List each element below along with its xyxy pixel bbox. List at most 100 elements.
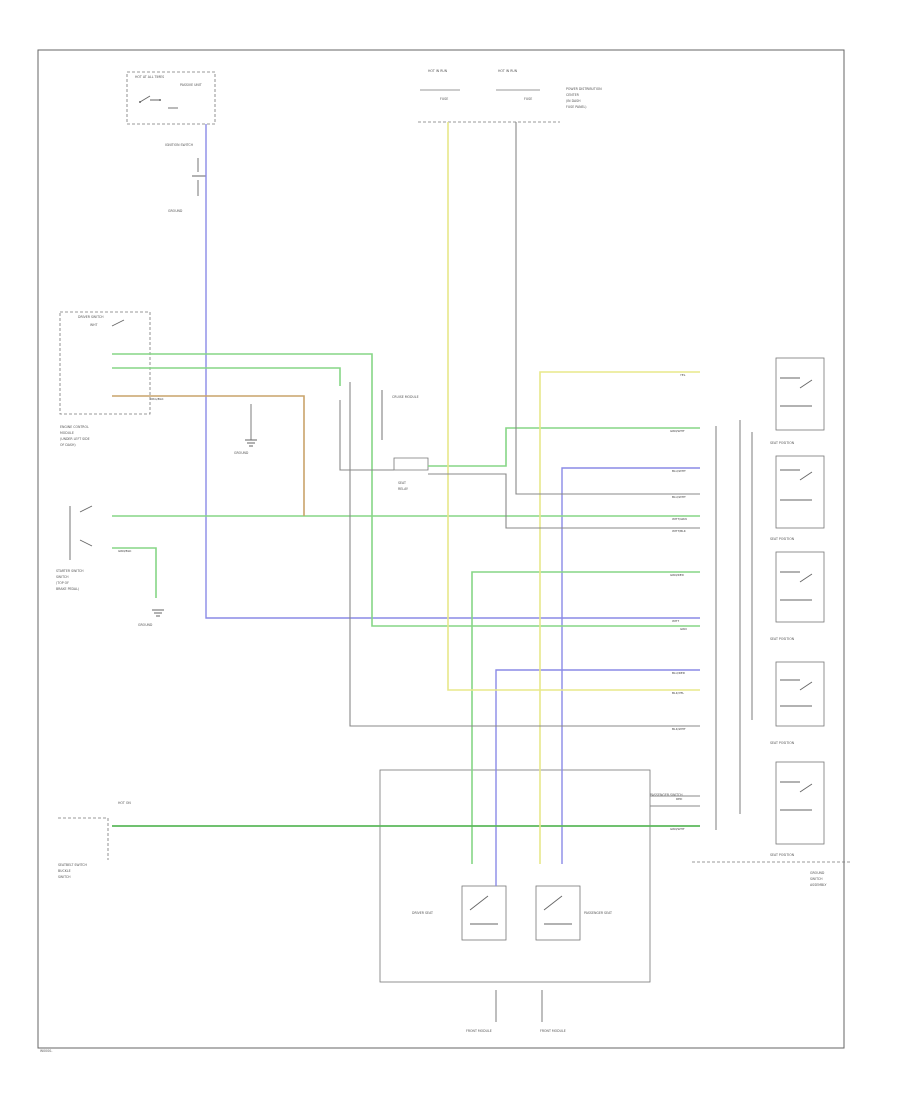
wire-blu-wht-1 [561,467,700,864]
hot-on-switch: HOT ON SEATBELT SWITCH BUCKLE SWITCH [58,801,131,879]
hot-in-run-right: HOT IN RUN FUSE [496,69,540,101]
seat-module-box: PASSENGER SWITCH [379,769,683,983]
label-blk-wht: BLK/WHT [672,727,686,731]
label-blk-yel: BLK/YEL [672,691,684,695]
diagram-frame [37,49,845,1049]
svg-text:(TOP OF: (TOP OF [56,581,69,585]
wire-blu-red [495,669,700,886]
svg-text:GROUND: GROUND [168,209,183,213]
wire-blk-top-right [515,122,700,495]
svg-text:BUCKLE: BUCKLE [58,869,71,873]
seat-position-switch-2: SEAT POSITION [770,455,825,541]
svg-text:FUSE PANEL): FUSE PANEL) [566,105,587,109]
svg-text:FRONT MODULE: FRONT MODULE [540,1029,566,1033]
label-blu-red: BLU/RED [672,671,686,675]
svg-text:SWITCH: SWITCH [810,877,823,881]
svg-text:ASSEMBLY: ASSEMBLY [810,883,827,887]
svg-text:PASSIVE UNIT: PASSIVE UNIT [180,83,202,87]
seat-position-switch-3: SEAT POSITION [770,551,825,641]
svg-text:FUSE: FUSE [440,97,448,101]
svg-text:HOT IN RUN: HOT IN RUN [428,69,448,73]
wire-grn-wht-2 [112,367,341,386]
fuse-box-top-left: HOT AT ALL TIMES PASSIVE UNIT [126,71,216,125]
label-blu-wht: BLU/WHT [672,469,686,473]
svg-text:SWITCH: SWITCH [58,875,71,879]
wire-grn-blk [112,547,157,598]
wire-org-blk [112,395,305,516]
connector-ignition-top: IGNITION SWITCH GROUND [165,143,206,213]
svg-text:HOT AT ALL TIMES: HOT AT ALL TIMES [135,75,164,79]
svg-text:SEAT POSITION: SEAT POSITION [770,853,795,857]
starter-switch: STARTER SWITCH SWITCH (TOP OF BRAKE PEDA… [56,505,93,591]
label-wht-blk: WHT/BLK [672,529,687,533]
svg-text:IGNITION SWITCH: IGNITION SWITCH [165,143,194,147]
svg-text:(IN DASH: (IN DASH [566,99,581,103]
label-grn-wht: GRN/WHT [670,429,685,433]
cruise-module: CRUISE MODULE [381,390,419,440]
label-yel: YEL [680,373,686,377]
svg-text:MODULE: MODULE [60,431,74,435]
svg-text:SWITCH: SWITCH [56,575,69,579]
ignition-switch-label: ENGINE CONTROL MODULE (UNDER LEFT SIDE O… [60,425,90,447]
svg-text:DRIVER SEAT: DRIVER SEAT [412,911,433,915]
driver-switch-box: DRIVER SWITCH WHT [59,311,151,415]
hot-in-run-left: HOT IN RUN FUSE [420,69,460,101]
svg-text:WHT: WHT [90,323,98,327]
svg-text:SEATBELT SWITCH: SEATBELT SWITCH [58,863,88,867]
svg-text:RELAY: RELAY [398,487,408,491]
label-wht: WHT [672,619,679,623]
passenger-seat-switch: PASSENGER SEAT [535,885,612,941]
svg-text:SEAT: SEAT [398,481,406,485]
footer-code: W0000- [40,1049,52,1053]
front-module-left: FRONT MODULE [466,990,497,1033]
wire-blk-yel [339,400,394,471]
label-grn-red: GRN/RED [670,573,685,577]
svg-text:SEAT POSITION: SEAT POSITION [770,741,795,745]
wire-grn-red [471,571,700,864]
wire-wht-blk [428,473,700,529]
wire-grn-top [112,353,700,627]
svg-text:(UNDER LEFT SIDE: (UNDER LEFT SIDE [60,437,90,441]
ground-symbol-2: GROUND [138,609,164,627]
seat-position-switch-4: SEAT POSITION [770,661,825,745]
svg-text:BRAKE PEDAL): BRAKE PEDAL) [56,587,79,591]
wire-blu-main [205,124,700,619]
svg-text:FRONT MODULE: FRONT MODULE [466,1029,492,1033]
svg-text:OF DASH): OF DASH) [60,443,76,447]
seat-position-switch-1: SEAT POSITION [770,357,825,445]
svg-text:PASSENGER SEAT: PASSENGER SEAT [584,911,612,915]
wire-yel-top [447,122,700,691]
svg-text:STARTER SWITCH: STARTER SWITCH [56,569,84,573]
svg-text:CENTER: CENTER [566,93,580,97]
ground-symbol-1: GROUND [234,404,257,455]
svg-text:GROUND: GROUND [138,623,153,627]
wire-yel-right [539,371,700,864]
label-blu-wht-2: BLU/WHT [672,495,686,499]
label-wht-grn: WHT/GRN [672,517,687,521]
svg-text:ENGINE CONTROL: ENGINE CONTROL [60,425,89,429]
right-ground-label: GROUND SWITCH ASSEMBLY [810,871,827,887]
label-grn: GRN [680,627,687,631]
label-red: RED [676,797,683,801]
power-distribution-label: POWER DISTRIBUTION CENTER (IN DASH FUSE … [566,87,602,109]
label-org-blk: ORG/BLK [150,397,165,401]
svg-text:DRIVER SWITCH: DRIVER SWITCH [78,315,104,319]
svg-text:HOT ON: HOT ON [118,801,131,805]
svg-text:GROUND: GROUND [810,871,825,875]
svg-text:HOT IN RUN: HOT IN RUN [498,69,518,73]
front-module-right: FRONT MODULE [540,990,566,1033]
svg-text:POWER DISTRIBUTION: POWER DISTRIBUTION [566,87,602,91]
svg-text:SEAT POSITION: SEAT POSITION [770,537,795,541]
svg-text:CRUISE MODULE: CRUISE MODULE [392,395,419,399]
wire-blk-wht [349,382,700,727]
center-connector: SEAT RELAY [393,457,429,491]
svg-text:SEAT POSITION: SEAT POSITION [770,637,795,641]
label-grn-wht-2: GRN/WHT [670,827,685,831]
svg-text:GROUND: GROUND [234,451,249,455]
wire-grn-wht-center [428,427,700,467]
driver-seat-switch: DRIVER SEAT [412,885,507,941]
svg-text:SEAT POSITION: SEAT POSITION [770,441,795,445]
svg-text:PASSENGER SWITCH: PASSENGER SWITCH [650,793,683,797]
label-grn-blk: GRN/BLK [118,549,132,553]
